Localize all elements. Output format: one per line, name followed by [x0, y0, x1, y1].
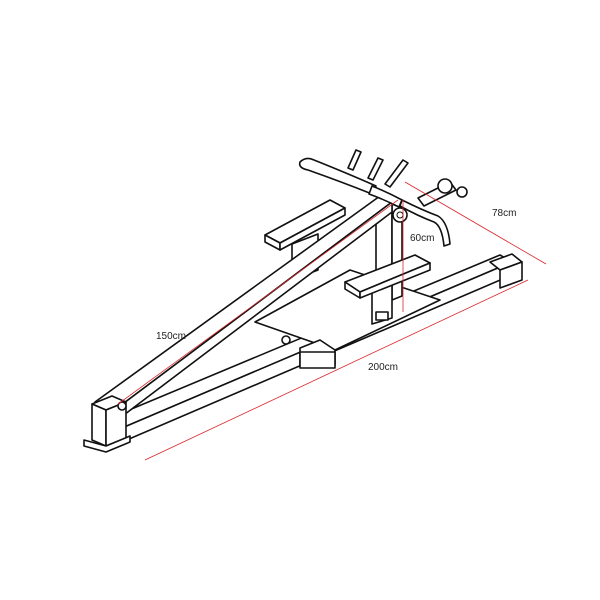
dim-line-length	[144, 279, 529, 461]
dimension-depth-label: 78cm	[492, 208, 517, 219]
rear-foot	[489, 253, 523, 289]
handles	[298, 149, 468, 247]
dim-line-depth	[404, 181, 547, 265]
dimension-lines	[117, 181, 547, 461]
dim-line-arm	[117, 199, 399, 405]
dimension-height-label: 60cm	[410, 233, 435, 244]
dimension-arm-label: 150cm	[156, 331, 187, 342]
foot-plate-lower	[344, 254, 431, 325]
dimension-length-label: 200cm	[368, 362, 399, 373]
